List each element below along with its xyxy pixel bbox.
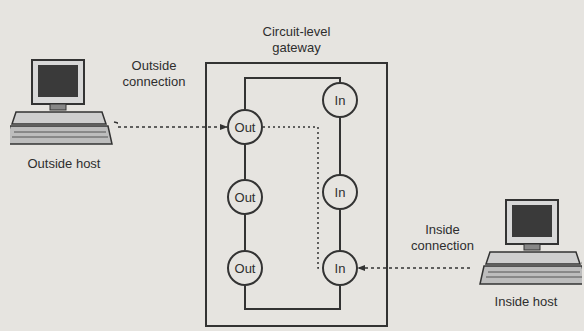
connection-label: Inside connection (400, 222, 485, 254)
port-circle: In (322, 82, 358, 118)
host-computer: Outside host (10, 56, 118, 174)
host-label: Inside host (470, 294, 582, 310)
port-label: In (335, 186, 346, 199)
internal-link (245, 286, 340, 309)
port-label: Out (235, 191, 256, 204)
port-circle: Out (227, 250, 263, 286)
dotted-connection (358, 267, 470, 269)
internal-link (339, 118, 341, 174)
port-label: Out (235, 121, 256, 134)
internal-link (244, 145, 246, 179)
port-circle: In (322, 174, 358, 210)
port-circle: In (322, 250, 358, 286)
connection-label: Outside connection (114, 58, 194, 90)
port-label: In (335, 94, 346, 107)
internal-link (339, 210, 341, 250)
port-label: Out (235, 262, 256, 275)
gateway-title: Circuit-level gateway (242, 24, 352, 56)
host-computer: Inside host (470, 196, 582, 312)
port-circle: Out (227, 179, 263, 215)
dotted-connection (118, 126, 227, 128)
port-circle: Out (227, 109, 263, 145)
computer-icon (470, 196, 582, 292)
host-label: Outside host (10, 156, 118, 172)
computer-icon (10, 56, 118, 154)
port-label: In (335, 262, 346, 275)
gateway-box: Circuit-level gatewayOutInOutInOutIn (205, 62, 388, 327)
dotted-connection (263, 127, 322, 268)
internal-link (244, 215, 246, 250)
